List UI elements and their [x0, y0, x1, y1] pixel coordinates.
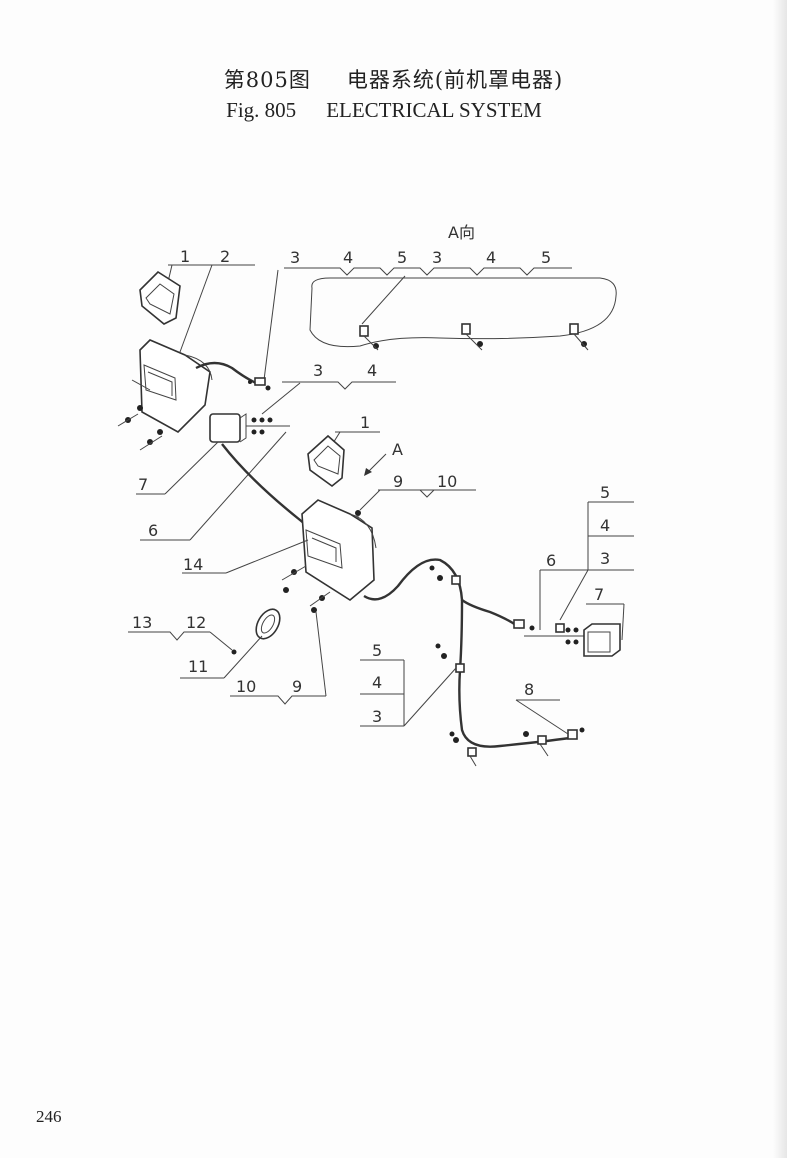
- callout-10-bottom: 10: [236, 677, 256, 696]
- callout-13: 13: [132, 613, 152, 632]
- view-a-connector-2: [461, 323, 483, 351]
- work-lamp-center: [307, 434, 345, 488]
- connectors-relay-right: [513, 619, 586, 645]
- callout-11: 11: [188, 657, 208, 676]
- figure-title-chinese: 第805图 电器系统(前机罩电器): [0, 64, 787, 94]
- callout-9-bottom: 9: [292, 677, 302, 696]
- connectors-relay-top: [246, 417, 290, 435]
- leader-3-mid: [261, 382, 301, 415]
- lamp-housing-center: [301, 499, 377, 601]
- leader-3-4-5-right: [559, 569, 589, 621]
- leader-12: [209, 631, 233, 651]
- callout-bracket-13-12: [128, 631, 210, 641]
- relay-box-right: [583, 623, 621, 657]
- hood-outline-view-a: [309, 277, 617, 348]
- callout-9: 9: [393, 472, 403, 491]
- work-lamp-top: [139, 270, 181, 325]
- leader-7: [164, 441, 219, 495]
- callout-7: 7: [138, 475, 148, 494]
- clip-wire-4: [523, 731, 549, 757]
- leader-9: [359, 489, 381, 511]
- figure-name-en: ELECTRICAL SYSTEM: [326, 98, 542, 122]
- callout-3-right: 3: [600, 549, 610, 568]
- figure-name-cn: 电器系统(前机罩电器): [346, 68, 564, 92]
- leader-3-4-5-left: [403, 667, 457, 727]
- callout-3: 3: [290, 248, 300, 267]
- clip-wire-2: [435, 643, 465, 673]
- leader-2: [179, 264, 213, 353]
- figure-number-cn: 第805图: [223, 68, 311, 92]
- callout-5-left: 5: [372, 641, 382, 660]
- leader-6: [189, 431, 287, 541]
- callout-1-center: 1: [360, 413, 370, 432]
- callout-4-left: 4: [372, 673, 382, 692]
- view-a-label: A向: [448, 223, 475, 242]
- view-arrow-head: [364, 468, 372, 476]
- connector-top: [248, 377, 271, 391]
- callout-8: 8: [524, 680, 534, 699]
- figure-number-en: Fig. 805: [226, 98, 297, 122]
- callout-6: 6: [148, 521, 158, 540]
- callout-3b: 3: [432, 248, 442, 267]
- lamp-housing-top: [131, 339, 213, 433]
- callout-bracket-9-10: [419, 489, 435, 498]
- bolts-top-left: [117, 405, 163, 451]
- callout-2: 2: [220, 247, 230, 266]
- leader-14: [225, 539, 309, 574]
- callout-4-right: 4: [600, 516, 610, 535]
- relay-box-top: [209, 413, 247, 443]
- leader-view-a: [361, 275, 406, 325]
- connector-wire-end: [567, 727, 585, 740]
- callout-12: 12: [186, 613, 206, 632]
- callout-5b: 5: [541, 248, 551, 267]
- callout-bracket-3-4-5: [284, 267, 572, 276]
- view-a-connector-3: [569, 323, 589, 351]
- bolt-12: [231, 649, 237, 655]
- callout-6-right: 6: [546, 551, 556, 570]
- callout-4: 4: [343, 248, 353, 267]
- wire-harness-right: [363, 558, 521, 629]
- leader-9-bottom: [315, 611, 327, 697]
- callout-3-left: 3: [372, 707, 382, 726]
- callout-bracket-10-9: [230, 695, 326, 705]
- callout-14: 14: [183, 555, 203, 574]
- callout-5-right: 5: [600, 483, 610, 502]
- callout-bracket-3-4-mid: [282, 381, 396, 390]
- bolts-center: [281, 565, 331, 613]
- leader-11: [223, 635, 263, 679]
- callout-7-right: 7: [594, 585, 604, 604]
- wire-harness-lower: [458, 599, 571, 748]
- clip-wire-3: [449, 731, 477, 767]
- horn-11: [255, 608, 281, 640]
- callout-4-mid: 4: [367, 361, 377, 380]
- figure-title-english: Fig. 805 ELECTRICAL SYSTEM: [0, 98, 768, 123]
- view-arrow-label: A: [392, 440, 403, 459]
- leader-7-right: [621, 603, 625, 641]
- page-edge-shadow: [773, 0, 787, 1158]
- clip-wire-1: [429, 565, 461, 585]
- page-number: 246: [36, 1107, 62, 1126]
- callout-10: 10: [437, 472, 457, 491]
- callout-3-mid: 3: [313, 361, 323, 380]
- callout-1: 1: [180, 247, 190, 266]
- callout-4b: 4: [486, 248, 496, 267]
- bolt-9-top: [355, 510, 361, 516]
- callout-5: 5: [397, 248, 407, 267]
- leader-8: [515, 699, 569, 735]
- view-a-connector-1: [359, 325, 379, 351]
- leader-3-top: [263, 269, 279, 381]
